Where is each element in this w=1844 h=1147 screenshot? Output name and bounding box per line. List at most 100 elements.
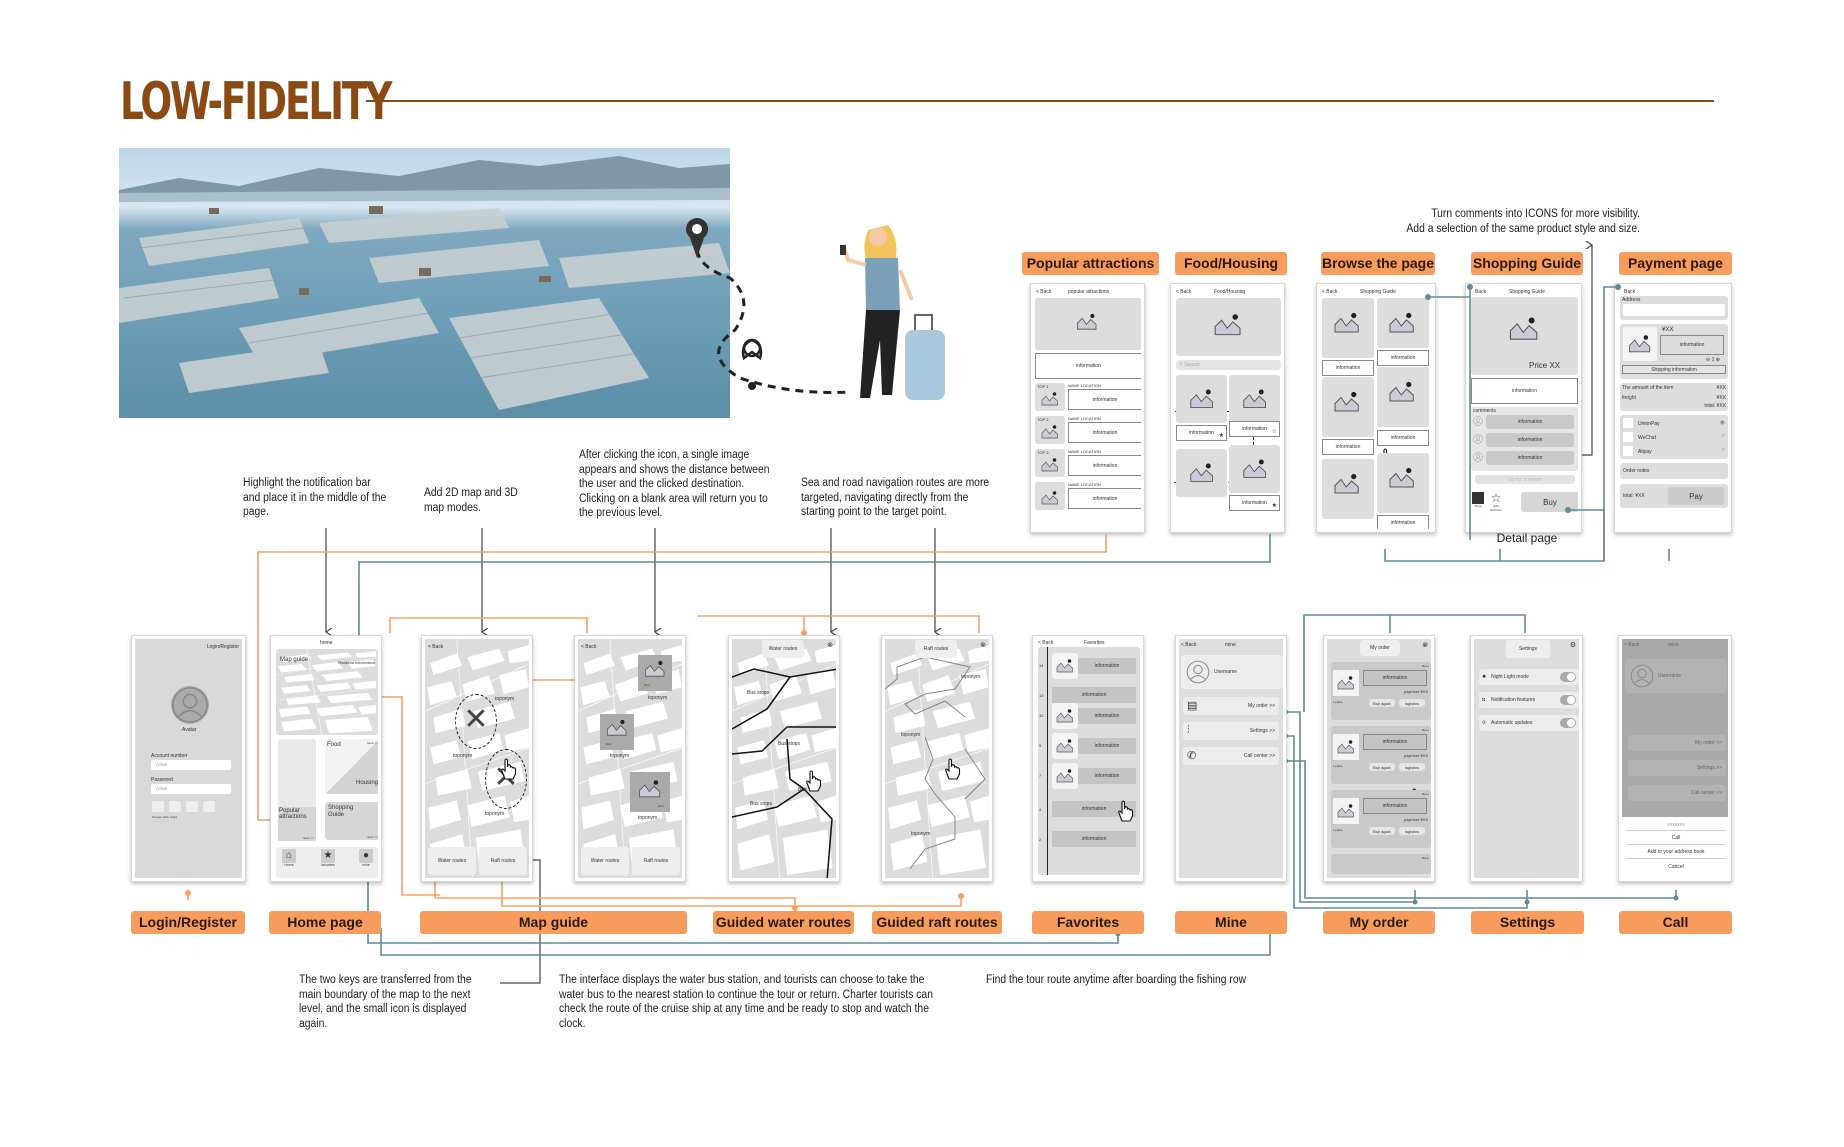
nav-home[interactable]: ⌂Home: [281, 849, 297, 867]
shop-button[interactable]: Shop: [1471, 492, 1485, 510]
food-item-card[interactable]: [1229, 375, 1280, 423]
food-item-card[interactable]: [1229, 445, 1280, 493]
favorite-item[interactable]: information: [1078, 708, 1136, 724]
comment-item[interactable]: information: [1486, 451, 1574, 465]
more-link[interactable]: more >>: [366, 741, 378, 745]
map-canvas[interactable]: [885, 639, 989, 878]
password-input[interactable]: Value: [151, 784, 231, 794]
setting-toggle[interactable]: [1560, 672, 1576, 682]
buy-again-button[interactable]: Buy again: [1369, 827, 1395, 835]
favorite-item[interactable]: information: [1078, 658, 1136, 674]
logistics-button[interactable]: logistics: [1399, 763, 1425, 771]
favorite-star-icon[interactable]: ★: [1218, 433, 1224, 439]
raft-routes-button[interactable]: Raft routes: [479, 847, 527, 875]
back-button[interactable]: Back: [1475, 289, 1487, 295]
login-option-button[interactable]: [203, 801, 215, 812]
comment-item[interactable]: information: [1486, 415, 1574, 429]
raft-routes-button[interactable]: Raft routes: [632, 847, 680, 875]
back-button[interactable]: < Back: [1038, 640, 1054, 646]
toponym-label[interactable]: toponym: [495, 696, 515, 702]
logistics-button[interactable]: logistics: [1399, 827, 1425, 835]
payment-radio[interactable]: ◉: [1719, 420, 1725, 426]
buy-button[interactable]: Buy: [1521, 492, 1578, 512]
review-button[interactable]: Go for a review: [1475, 475, 1575, 484]
payment-radio[interactable]: ○: [1721, 447, 1725, 453]
setting-toggle[interactable]: [1560, 695, 1576, 705]
place-thumbnail[interactable]: 1km: [630, 772, 670, 812]
close-icon[interactable]: ⊗: [827, 642, 833, 649]
favorite-star-icon[interactable]: ☆: [1271, 429, 1277, 435]
menu-item[interactable]: ✆Call center >>: [1183, 747, 1279, 765]
favorite-item[interactable]: information: [1052, 687, 1136, 703]
toponym-label[interactable]: toponym: [485, 811, 505, 817]
attraction-item[interactable]: TOP 3: [1035, 449, 1065, 477]
back-button[interactable]: < Back: [1181, 642, 1197, 648]
back-button[interactable]: < Back: [1322, 289, 1338, 295]
buy-again-button[interactable]: Buy again: [1369, 763, 1395, 771]
place-thumbnail[interactable]: 1km: [638, 655, 672, 691]
more-link[interactable]: more >>: [366, 835, 378, 839]
attraction-item[interactable]: TOP 2: [1035, 416, 1065, 444]
product-card[interactable]: [1322, 377, 1374, 437]
toponym-label[interactable]: toponym: [648, 695, 668, 701]
buy-again-button[interactable]: Buy again: [1369, 699, 1395, 707]
comment-item[interactable]: information: [1486, 433, 1574, 447]
back-button[interactable]: < Back: [581, 644, 597, 650]
product-card[interactable]: [1322, 459, 1374, 519]
toponym-label[interactable]: toponym: [453, 753, 473, 759]
order-card[interactable]: Done: [1331, 854, 1431, 874]
bus-stop-label[interactable]: Bus stops: [778, 741, 800, 747]
quantity-stepper[interactable]: ⊖ 1 ⊕: [1706, 357, 1720, 363]
close-icon[interactable]: ⊗: [980, 642, 986, 649]
avatar[interactable]: [171, 686, 209, 724]
setting-toggle[interactable]: [1560, 718, 1576, 728]
search-input[interactable]: ⚲ Search: [1176, 360, 1281, 370]
bus-stop-label[interactable]: Bus stops: [747, 690, 769, 696]
add-to-address-book-option[interactable]: Add to your address book: [1626, 846, 1726, 859]
login-option-button[interactable]: [186, 801, 198, 812]
favorite-star-icon[interactable]: ★: [1271, 503, 1277, 509]
place-thumbnail[interactable]: 1km: [600, 714, 634, 750]
favorite-item[interactable]: information: [1078, 768, 1136, 784]
toponym-label[interactable]: toponym: [610, 753, 630, 759]
login-option-button[interactable]: [169, 801, 181, 812]
bus-stop-label[interactable]: Bus stops: [750, 801, 772, 807]
gear-icon[interactable]: ⚙: [1569, 642, 1576, 649]
cancel-option[interactable]: Cancel: [1668, 863, 1684, 870]
back-button[interactable]: Back: [1624, 289, 1636, 295]
product-card[interactable]: [1377, 453, 1429, 513]
login-option-button[interactable]: [152, 801, 164, 812]
menu-item[interactable]: ▤My order >>: [1183, 697, 1279, 715]
attraction-item[interactable]: TOP 1: [1035, 383, 1065, 411]
product-card[interactable]: [1377, 298, 1429, 348]
add-favorites-button[interactable]: ☆Add favorites: [1488, 492, 1504, 512]
shipping-info-button[interactable]: Shipping information: [1622, 365, 1726, 374]
nav-favorites[interactable]: ★favorites: [320, 849, 336, 867]
food-item-card[interactable]: [1176, 375, 1227, 423]
attraction-item[interactable]: [1035, 482, 1065, 510]
product-card[interactable]: [1377, 367, 1429, 427]
call-option[interactable]: Call: [1626, 832, 1726, 845]
bus-stop-label[interactable]: Bus: [798, 787, 807, 793]
toponym-label[interactable]: toponym: [638, 815, 658, 821]
product-card[interactable]: [1322, 298, 1374, 358]
more-link[interactable]: more >>: [302, 836, 314, 840]
close-icon[interactable]: ⊗: [1422, 642, 1428, 649]
map-guide-card[interactable]: Map guide Realtime information: [276, 649, 378, 735]
profile-card[interactable]: Username: [1181, 655, 1283, 689]
back-button[interactable]: < Back: [1036, 289, 1052, 295]
realtime-info-label[interactable]: Realtime information: [338, 660, 375, 665]
back-button[interactable]: < Back: [428, 644, 444, 650]
toponym-label[interactable]: toponym: [901, 732, 921, 738]
favorite-item[interactable]: information: [1052, 801, 1136, 817]
logistics-button[interactable]: logistics: [1399, 699, 1425, 707]
favorite-item[interactable]: information: [1052, 831, 1136, 847]
food-item-card[interactable]: [1176, 449, 1227, 497]
nav-mine[interactable]: ●mine: [358, 849, 374, 867]
